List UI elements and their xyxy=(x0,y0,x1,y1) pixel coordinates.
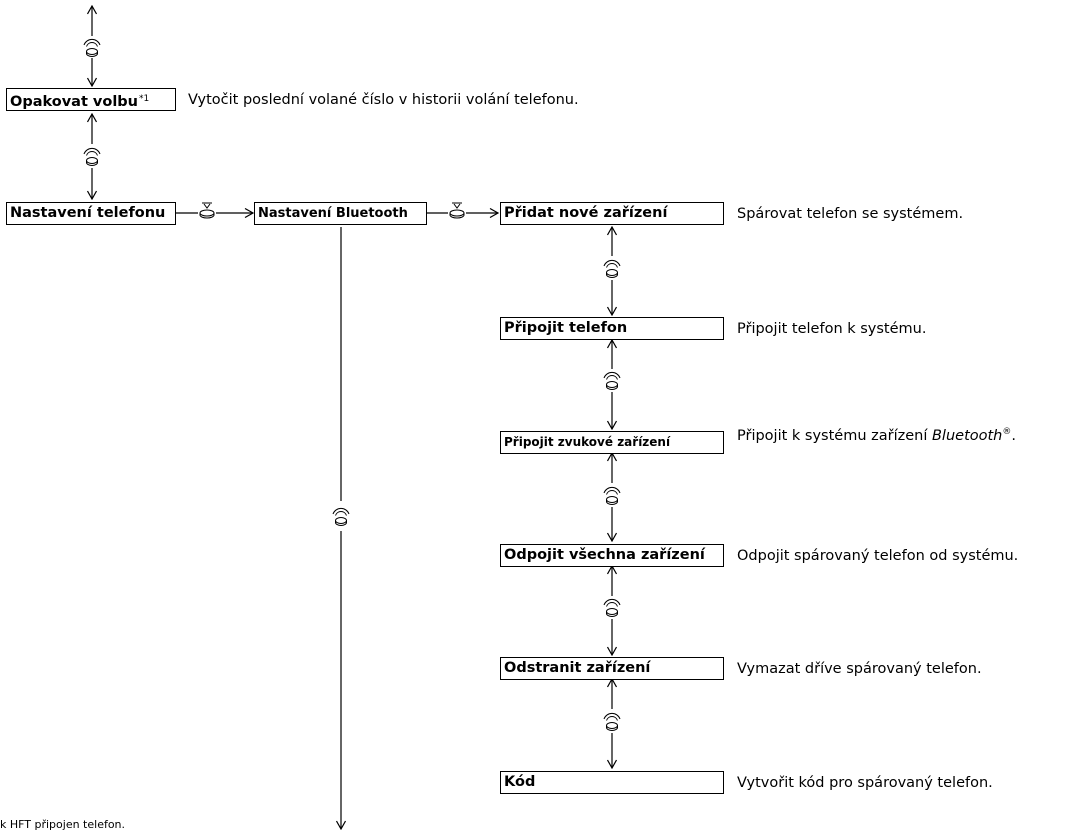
disconnect-all-description: Odpojit spárovaný telefon od systému. xyxy=(737,548,1019,564)
passcode-description: Vytvořit kód pro spárovaný telefon. xyxy=(737,775,993,791)
press-knob-icon xyxy=(199,202,215,219)
rotate-knob-icon xyxy=(332,507,350,526)
add-device-description: Spárovat telefon se systémem. xyxy=(737,206,964,222)
disconnect-all-label: Odpojit všechna zařízení xyxy=(504,547,705,563)
disconnect-all-menu-item: Odpojit všechna zařízení xyxy=(500,544,724,567)
registered-mark: ® xyxy=(1002,427,1012,437)
rotate-knob-icon xyxy=(83,147,101,166)
connect-audio-description-text: Připojit k systému zařízení xyxy=(737,427,932,444)
rotate-knob-icon xyxy=(603,712,621,731)
rotate-knob-icon xyxy=(603,486,621,505)
connect-audio-menu-item: Připojit zvukové zařízení xyxy=(500,431,724,454)
bluetooth-settings-menu-item: Nastavení Bluetooth xyxy=(254,202,427,225)
footnote-text: k HFT připojen telefon. xyxy=(0,818,126,830)
remove-device-description: Vymazat dříve spárovaný telefon. xyxy=(737,661,982,677)
rotate-knob-icon xyxy=(83,38,101,57)
remove-device-label: Odstranit zařízení xyxy=(504,660,651,676)
rotate-knob-icon xyxy=(603,371,621,390)
rotate-knob-icon xyxy=(603,598,621,617)
connect-phone-label: Připojit telefon xyxy=(504,320,628,336)
bluetooth-brand: Bluetooth xyxy=(931,427,1003,444)
passcode-menu-item: Kód xyxy=(500,771,724,794)
connect-phone-menu-item: Připojit telefon xyxy=(500,317,724,340)
connect-audio-label: Připojit zvukové zařízení xyxy=(504,435,671,449)
remove-device-menu-item: Odstranit zařízení xyxy=(500,657,724,680)
phone-settings-label: Nastavení telefonu xyxy=(10,205,166,221)
rotate-knob-icon xyxy=(603,259,621,278)
phone-settings-menu-item: Nastavení telefonu xyxy=(6,202,176,225)
add-device-label: Přidat nové zařízení xyxy=(504,205,668,221)
description-period: . xyxy=(1011,427,1016,444)
redial-description: Vytočit poslední volané číslo v historii… xyxy=(188,92,579,108)
connect-phone-description: Připojit telefon k systému. xyxy=(737,321,927,337)
passcode-label: Kód xyxy=(504,774,536,790)
connect-audio-description: Připojit k systému zařízení Bluetooth®. xyxy=(737,421,1016,448)
bluetooth-settings-label: Nastavení Bluetooth xyxy=(258,206,408,221)
footnote-mark: *1 xyxy=(139,94,150,104)
redial-menu-item: Opakovat volbu*1 xyxy=(6,88,176,111)
redial-label: Opakovat volbu xyxy=(10,94,139,110)
add-device-menu-item: Přidat nové zařízení xyxy=(500,202,724,225)
press-knob-icon xyxy=(449,202,465,219)
